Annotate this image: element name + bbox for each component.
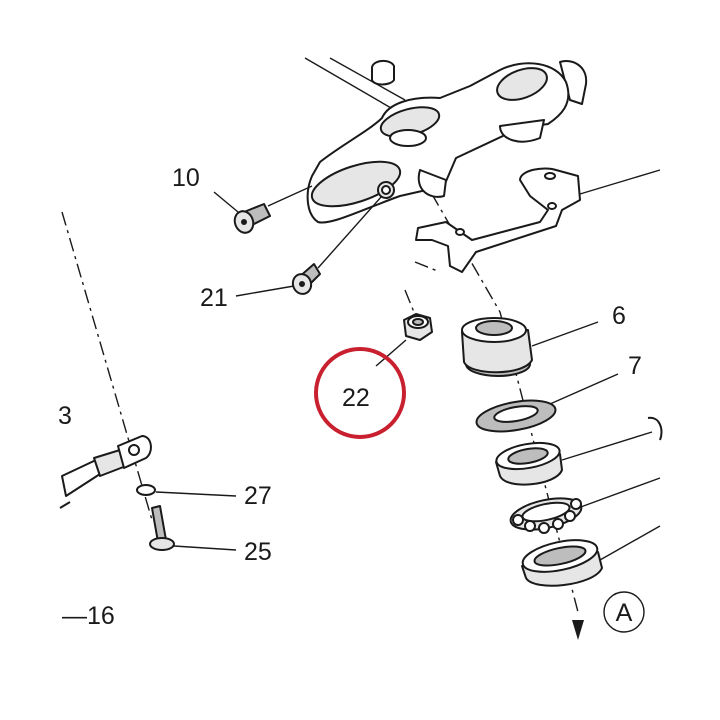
callout-10: 10 bbox=[172, 164, 200, 192]
highlight-ring bbox=[314, 347, 406, 439]
washer-7 bbox=[475, 373, 619, 433]
callout-25: 25 bbox=[244, 538, 272, 566]
cable-end bbox=[59, 435, 152, 509]
callout-22: 22 bbox=[342, 384, 370, 412]
screw-25 bbox=[149, 505, 237, 551]
top-triple-clamp bbox=[304, 57, 588, 224]
upper-bearing-cup bbox=[495, 416, 663, 486]
bolt-21 bbox=[235, 195, 383, 297]
ball-bearing bbox=[509, 477, 661, 534]
callout-3: 3 bbox=[58, 402, 72, 430]
axis-arrow-icon bbox=[572, 620, 584, 640]
bolt-10 bbox=[213, 185, 313, 234]
callout-a: A bbox=[616, 599, 633, 627]
bracket-axis-line bbox=[414, 261, 441, 273]
clip-27 bbox=[136, 484, 237, 497]
callout-7: 7 bbox=[628, 352, 642, 380]
lower-bearing-cup bbox=[521, 525, 661, 587]
callout-6: 6 bbox=[612, 302, 626, 330]
adjusting-nut-6 bbox=[461, 317, 599, 377]
callout-16: —16 bbox=[62, 602, 115, 630]
nut-22 bbox=[375, 313, 433, 367]
callout-27: 27 bbox=[244, 482, 272, 510]
instrument-bracket bbox=[415, 167, 661, 273]
callout-21: 21 bbox=[200, 284, 228, 312]
callout-a-circle bbox=[603, 591, 645, 633]
